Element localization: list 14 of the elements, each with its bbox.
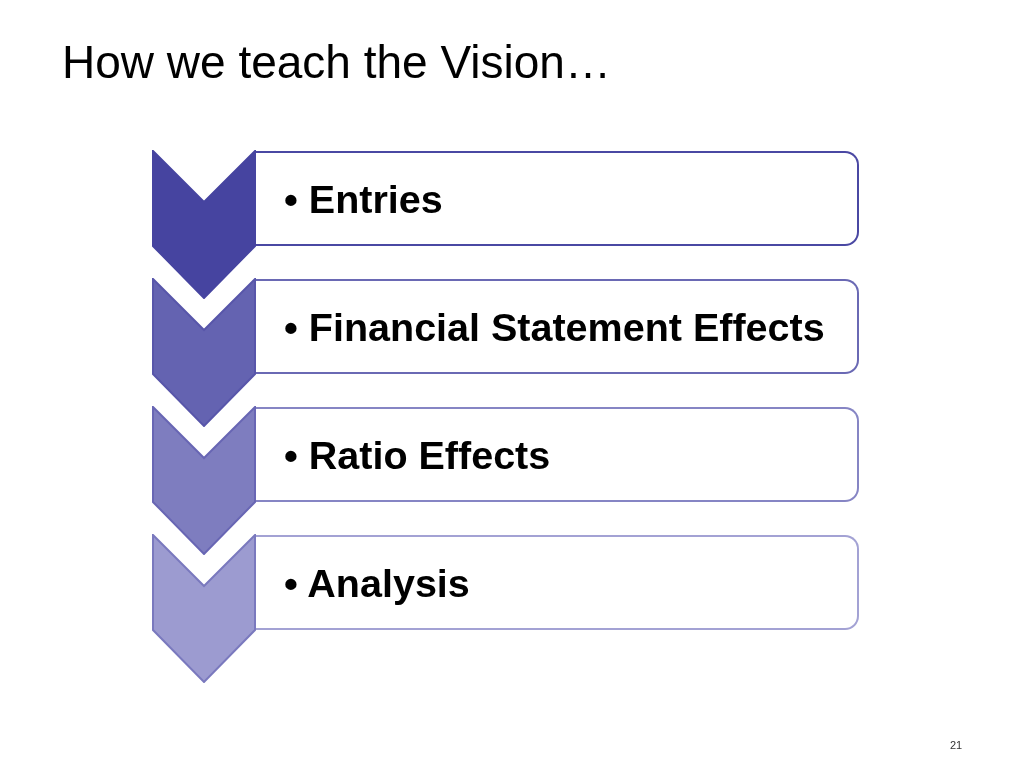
chevron-shape [152, 534, 256, 683]
page-number: 21 [950, 739, 963, 752]
chevron-shape [152, 406, 256, 555]
slide-title: How we teach the Vision… [62, 36, 611, 88]
text-panel [254, 151, 859, 246]
list-item-text: • Financial Statement Effects [284, 303, 825, 350]
text-panel [254, 407, 859, 502]
text-panel [254, 279, 859, 374]
text-panel [254, 535, 859, 630]
list-item-text: • Entries [284, 175, 443, 222]
chevron-shape [152, 150, 256, 299]
list-item-text: • Analysis [284, 559, 470, 606]
list-item-text: • Ratio Effects [284, 431, 551, 478]
chevron-shape [152, 278, 256, 427]
